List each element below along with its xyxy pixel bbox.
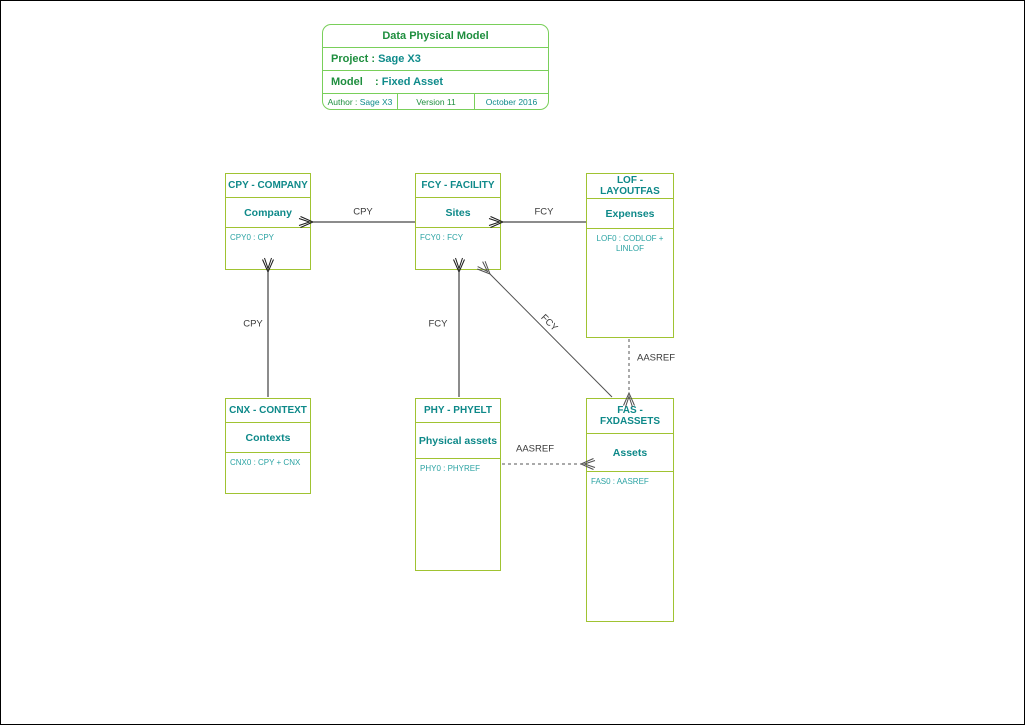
version-cell: Version 11 — [398, 94, 475, 109]
entity-title: CPY - COMPANY — [226, 174, 310, 198]
entity-lof-layoutfas: LOF - LAYOUTFAS Expenses LOF0 : CODLOF +… — [586, 173, 674, 338]
project-value: Sage X3 — [378, 53, 421, 65]
entity-name: Physical assets — [416, 423, 500, 459]
relation-label-aasref-vertical: AASREF — [634, 352, 678, 364]
entity-key: CPY0 : CPY — [230, 233, 275, 242]
entity-title: FCY - FACILITY — [416, 174, 500, 198]
entity-name: Sites — [416, 198, 500, 228]
entity-title: FAS - FXDASSETS — [587, 399, 673, 434]
entity-key: FCY0 : FCY — [420, 233, 464, 242]
title-card: Data Physical Model Project : Sage X3 Mo… — [322, 24, 549, 110]
entity-key: PHY0 : PHYREF — [420, 464, 481, 473]
author-cell: Author : Sage X3 — [323, 94, 398, 109]
entity-key: CNX0 : CPY + CNX — [230, 458, 301, 467]
relation-label-fcy-horizontal: FCY — [532, 206, 556, 218]
relation-label-fcy-vertical: FCY — [426, 318, 450, 330]
model-label: Model : — [331, 76, 382, 88]
entity-title: LOF - LAYOUTFAS — [587, 174, 673, 199]
date-cell: October 2016 — [485, 96, 538, 107]
relation-label-fcy-diagonal: FCY — [536, 310, 562, 336]
entity-cpy-company: CPY - COMPANY Company CPY0 : CPY — [225, 173, 311, 270]
project-row: Project : Sage X3 — [323, 48, 548, 71]
entity-title: CNX - CONTEXT — [226, 399, 310, 423]
entity-fas-fxdassets: FAS - FXDASSETS Assets FAS0 : AASREF — [586, 398, 674, 622]
entity-cnx-context: CNX - CONTEXT Contexts CNX0 : CPY + CNX — [225, 398, 311, 494]
entity-fcy-facility: FCY - FACILITY Sites FCY0 : FCY — [415, 173, 501, 270]
model-value: Fixed Asset — [381, 76, 444, 88]
entity-key: LOF0 : CODLOF + LINLOF — [596, 234, 664, 253]
relation-label-aasref-horizontal: AASREF — [513, 443, 557, 455]
author-label: Author : — [327, 96, 360, 107]
project-label: Project : — [331, 53, 379, 65]
author-value: Sage X3 — [359, 96, 393, 107]
entity-name: Contexts — [226, 423, 310, 453]
entity-phy-phyelt: PHY - PHYELT Physical assets PHY0 : PHYR… — [415, 398, 501, 571]
entity-name: Expenses — [587, 199, 673, 229]
model-row: Model : Fixed Asset — [323, 71, 548, 94]
diagram-title: Data Physical Model — [323, 25, 548, 48]
entity-name: Company — [226, 198, 310, 228]
title-card-footer: Author : Sage X3 Version 11 October 2016 — [323, 94, 548, 109]
entity-title: PHY - PHYELT — [416, 399, 500, 423]
relation-label-cpy-horizontal: CPY — [351, 206, 375, 218]
entity-key: FAS0 : AASREF — [591, 477, 649, 486]
relation-label-cpy-vertical: CPY — [241, 318, 265, 330]
entity-name: Assets — [587, 434, 673, 472]
